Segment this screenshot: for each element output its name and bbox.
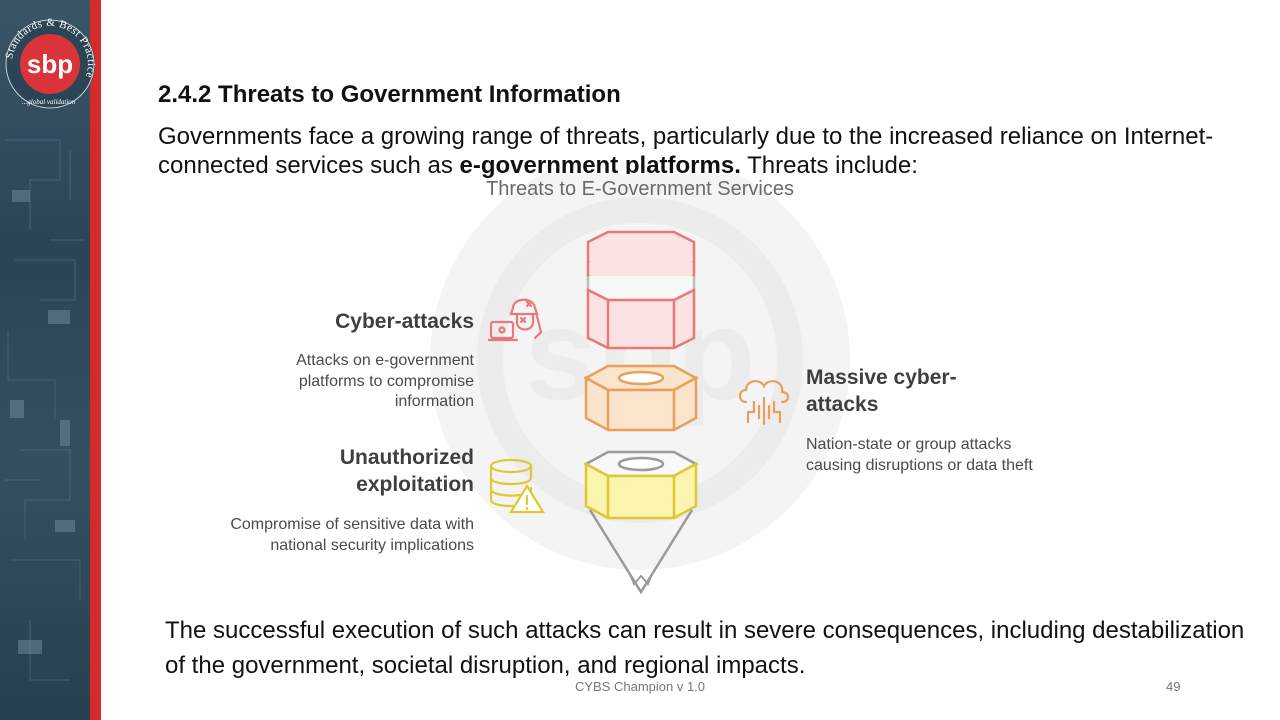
page-number: 49 bbox=[1166, 679, 1181, 694]
sbp-logo: Standards & Best Practice sbp bbox=[3, 17, 97, 109]
item-heading-cyber-attacks: Cyber-attacks bbox=[335, 310, 474, 333]
sidebar-background bbox=[0, 0, 90, 720]
diagram-title: Threats to E-Government Services bbox=[486, 178, 794, 200]
database-warning-icon bbox=[489, 458, 545, 514]
item-description-cyber-attacks: Attacks on e-government platforms to com… bbox=[296, 352, 474, 410]
hacker-laptop-icon bbox=[487, 298, 543, 342]
stack-segment-cyber-attacks bbox=[586, 230, 696, 350]
item-description-massive-attacks: Nation-state or group attacks causing di… bbox=[806, 436, 1033, 474]
intro-text: Governments face a growing range of thre… bbox=[158, 123, 1214, 179]
stack-segment-massive-attacks bbox=[583, 364, 699, 432]
item-description-unauthorized-exploitation: Compromise of sensitive data with nation… bbox=[230, 516, 474, 554]
logo-caption: ...global validation bbox=[22, 98, 76, 106]
circuit-texture bbox=[5, 139, 85, 681]
red-accent-stripe bbox=[90, 0, 101, 720]
cloud-network-icon bbox=[738, 380, 790, 426]
item-heading-unauthorized-exploitation: Unauthorized exploitation bbox=[339, 446, 474, 496]
pencil-stack bbox=[583, 230, 699, 595]
item-heading-massive-attacks: Massive cyber-attacks bbox=[806, 366, 957, 416]
pencil-tip bbox=[588, 509, 694, 595]
threats-infographic: sbp Threats to E-Government Services bbox=[230, 174, 1050, 602]
intro-paragraph: Governments face a growing range of thre… bbox=[158, 122, 1218, 180]
section-title: 2.4.2 Threats to Government Information bbox=[158, 81, 621, 108]
stack-segment-unauthorized-exploitation bbox=[583, 450, 699, 520]
intro-text-end: Threats include: bbox=[740, 152, 918, 179]
footer-text: CYBS Champion v 1.0 bbox=[574, 679, 706, 694]
pencil-tip-point bbox=[629, 573, 653, 586]
logo-monogram: sbp bbox=[27, 49, 73, 79]
closing-paragraph: The successful execution of such attacks… bbox=[165, 617, 1245, 679]
